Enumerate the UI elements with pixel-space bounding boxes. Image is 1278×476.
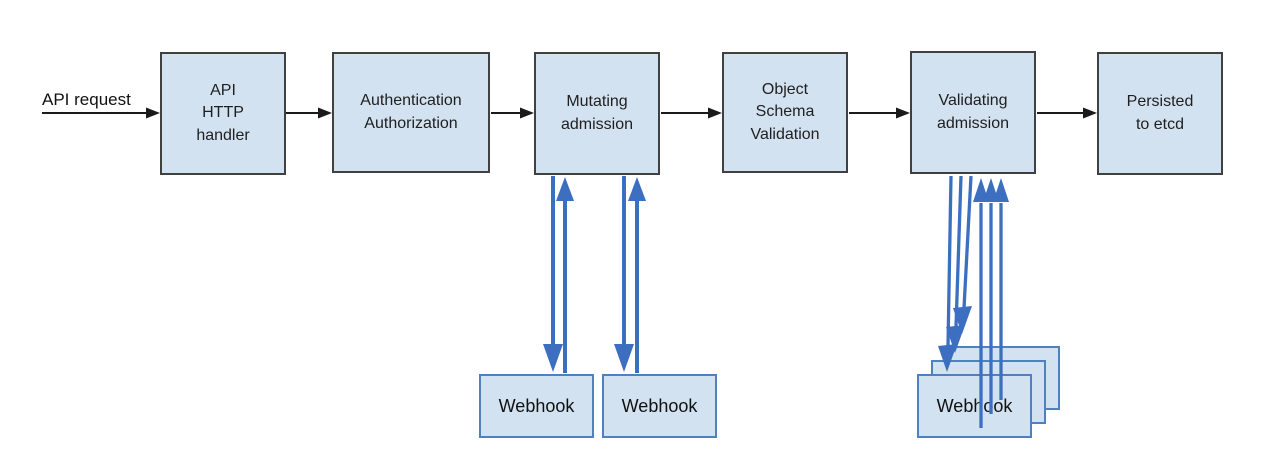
mutating-webhook-arrows (543, 176, 646, 373)
node-validating-admission: Validating admission (910, 51, 1036, 174)
arrow-mutating-up-1 (556, 177, 574, 373)
arrow-mutating-to-schema (661, 107, 722, 119)
arrow-validating-down-1 (938, 175, 957, 372)
node-label: Persisted to etcd (1126, 93, 1194, 133)
arrow-validating-to-etcd (1037, 107, 1097, 119)
arrow-mutating-down-2 (614, 176, 634, 372)
webhook-box-validating-front: Webhook (917, 374, 1032, 438)
arrow-validating-down-2 (946, 175, 965, 353)
node-label: Authentication Authorization (360, 92, 462, 132)
node-label: Object Schema Validation (750, 81, 820, 143)
node-object-schema-validation: Object Schema Validation (722, 52, 848, 173)
api-request-label: API request (42, 90, 131, 109)
arrow-validating-down-3 (953, 175, 973, 334)
arrow-mutating-down-1 (543, 176, 563, 372)
node-api-http-handler: API HTTP handler (160, 52, 286, 175)
node-label: Mutating admission (560, 93, 634, 133)
webhook-box-mutating-2: Webhook (602, 374, 717, 438)
arrow-auth-to-mutating (491, 107, 534, 119)
webhook-box-mutating-1: Webhook (479, 374, 594, 438)
arrow-handler-to-auth (286, 107, 332, 119)
webhook-label: Webhook (498, 395, 575, 416)
node-label: API HTTP handler (196, 82, 250, 144)
arrow-mutating-up-2 (628, 177, 646, 373)
webhook-label: Webhook (936, 395, 1013, 416)
node-authentication-authorization: Authentication Authorization (332, 52, 490, 173)
arrow-schema-to-validating (849, 107, 910, 119)
webhook-label: Webhook (621, 395, 698, 416)
node-label: Validating admission (936, 92, 1010, 132)
node-persisted-to-etcd: Persisted to etcd (1097, 52, 1223, 175)
node-mutating-admission: Mutating admission (534, 52, 660, 175)
